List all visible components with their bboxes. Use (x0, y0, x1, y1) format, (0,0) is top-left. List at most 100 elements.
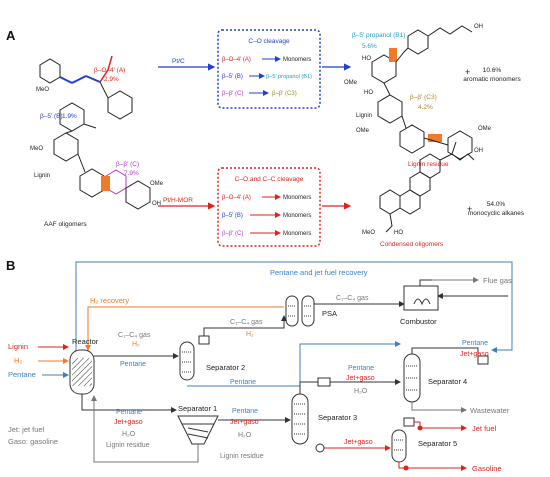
box-top-row-3-left: β–β′ (C) (222, 91, 243, 97)
box-bottom-row-2-right: Monomers (283, 213, 311, 219)
separator-3-label: Separator 3 (318, 413, 357, 422)
separator-5-vessel (391, 429, 407, 463)
result-top-pct: 10.6% (483, 67, 502, 74)
combustor-label: Combustor (400, 317, 437, 326)
residue-oh-3: OH (474, 148, 483, 154)
residue-ome-2: OMe (356, 128, 370, 134)
box-top-row-1-left: β–O–4′ (A) (222, 57, 251, 63)
psa-c1c4-gas: C₁–C₄ gas (336, 295, 369, 302)
result-top-text: aromatic monomers (463, 76, 521, 83)
aaf-c-label: β–β′ (C) (116, 161, 139, 168)
separator-2-label: Separator 2 (206, 363, 245, 372)
input-lignin: Lignin (8, 342, 28, 351)
box-top-row-2-left: β–5′ (B) (222, 74, 243, 80)
condensed-ho: HO (394, 230, 403, 236)
residue-b1-pct: 5.6% (362, 43, 377, 50)
result-bottom-pct: 54.0% (487, 201, 506, 208)
box-bottom-row-2-left: β–5′ (B) (222, 213, 243, 219)
sep4-in-jetgaso: Jet+gaso (346, 375, 375, 382)
aaf-meo-1: MeO (36, 87, 49, 93)
reactor-label: Reactor (72, 337, 99, 346)
psa-vessel-2 (301, 295, 315, 327)
separator-3-vessel (291, 393, 309, 445)
sep3-in-jetgaso: Jet+gaso (230, 419, 259, 426)
residue-name: Lignin residue (408, 161, 449, 168)
co-cc-cleavage-title: C–O and C–C cleavage (235, 176, 304, 183)
sep3-in-pentane: Pentane (232, 408, 258, 415)
psa-vessel-1 (285, 295, 299, 327)
condensed-meo: MeO (362, 230, 375, 236)
result-bottom-plus: + (467, 204, 472, 214)
gasoline-label: Gasoline (472, 464, 502, 473)
sep2-out-c1c4: C₁–C₄ gas (230, 319, 263, 326)
aaf-meo-3: OMe (150, 181, 164, 187)
residue-c3-pct: 4.2% (418, 104, 433, 111)
legend-gaso: Gaso: gasoline (8, 437, 58, 446)
box-bottom-row-1-right: Monomers (283, 195, 311, 201)
sep4-top-jetgaso: Jet+gaso (460, 351, 489, 358)
condensed-name: Condensed oligomers (380, 241, 444, 248)
separator-5-label: Separator 5 (418, 439, 457, 448)
gasoline-line (398, 462, 467, 471)
aaf-a-label: β–O–4′ (A) (94, 67, 125, 74)
sep5-in-jetgaso: Jet+gaso (344, 439, 373, 446)
co-cleavage-title: C–O cleavage (248, 38, 290, 45)
aaf-lignin: Lignin (34, 173, 50, 179)
jet-fuel-label: Jet fuel (472, 424, 497, 433)
result-top-plus: + (465, 67, 470, 77)
input-pentane: Pentane (8, 370, 36, 379)
aaf-b-label: β–5′ (B) (40, 113, 63, 120)
sep2-out-pentane: Pentane (230, 379, 256, 386)
box-top-rows: β–O–4′ (A) Monomers β–5′ (B) β–5′ propan… (222, 56, 312, 97)
box-bottom-row-1-left: β–O–4′ (A) (222, 195, 251, 201)
residue-oh-4: OH (474, 24, 483, 30)
wastewater-label: Wastewater (470, 406, 510, 415)
residue-loop-label: Lignin residue (220, 453, 264, 460)
legend-jet: Jet: jet fuel (8, 425, 45, 434)
sep1-in-h2o: H₂O (122, 431, 136, 438)
sep2-in-c1c4: C₁–C₄ gas (118, 332, 151, 339)
aaf-c-pct: 7.9% (124, 170, 139, 177)
h2-recovery-label: H₂ recovery (90, 296, 129, 305)
separator-2-vessel (179, 341, 195, 381)
sep4-top-pentane: Pentane (462, 340, 488, 347)
result-bottom-text: monocyclic alkanes (468, 210, 525, 217)
sep1-in-jetgaso: Jet+gaso (114, 419, 143, 426)
separator-2-heat-exchanger (198, 335, 210, 345)
condensed-oligomer-structure (379, 141, 475, 233)
aaf-oh: OH (152, 201, 161, 207)
panel-a-label: A (6, 28, 16, 43)
wastewater-line (411, 402, 467, 413)
h2-recovery-line (85, 306, 284, 351)
box-bottom-row-3-left: β–β′ (C) (222, 231, 243, 237)
sep2-to-psa-line (203, 315, 287, 336)
aaf-b-pct: 1.9% (62, 113, 77, 120)
aaf-oligomer-structure (39, 55, 151, 210)
sep2-in-h2: H₂ (132, 341, 140, 348)
box-bottom-row-3-right: Monomers (283, 231, 311, 237)
aaf-meo-2: MeO (30, 146, 43, 152)
sep2-pentane-line (187, 341, 401, 387)
separator-5-heat-exchanger (403, 417, 415, 427)
pentane-jet-recovery-line (75, 261, 513, 353)
jet-fuel-line (414, 421, 467, 431)
residue-ome-3: OMe (478, 126, 492, 132)
reactor-to-sep1-line (81, 404, 177, 413)
lignin-residue-loop (91, 395, 199, 463)
residue-b1-label: β–5′ propanol (B1) (352, 32, 405, 39)
box-bottom-rows: β–O–4′ (A) Monomers β–5′ (B) Monomers β–… (222, 194, 311, 237)
sep2-out-h2: H₂ (246, 331, 254, 338)
aaf-a-pct: 2.9% (104, 76, 119, 83)
box-top-row-1-right: Monomers (283, 57, 311, 63)
sep2-in-pentane: Pentane (120, 361, 146, 368)
combustor-unit (403, 285, 439, 311)
sep1-in-residue: Lignin residue (106, 442, 150, 449)
panel-b-label: B (6, 258, 15, 273)
residue-oh-1: HO (362, 56, 371, 62)
flue-gas-label: Flue gas (483, 276, 512, 285)
residue-ome-1: OMe (344, 80, 358, 86)
separator-1-label: Separator 1 (178, 404, 217, 413)
box-top-row-2-right: β–5′ propanol (B1) (266, 74, 312, 80)
separator-3-heat-exchanger (317, 377, 331, 387)
